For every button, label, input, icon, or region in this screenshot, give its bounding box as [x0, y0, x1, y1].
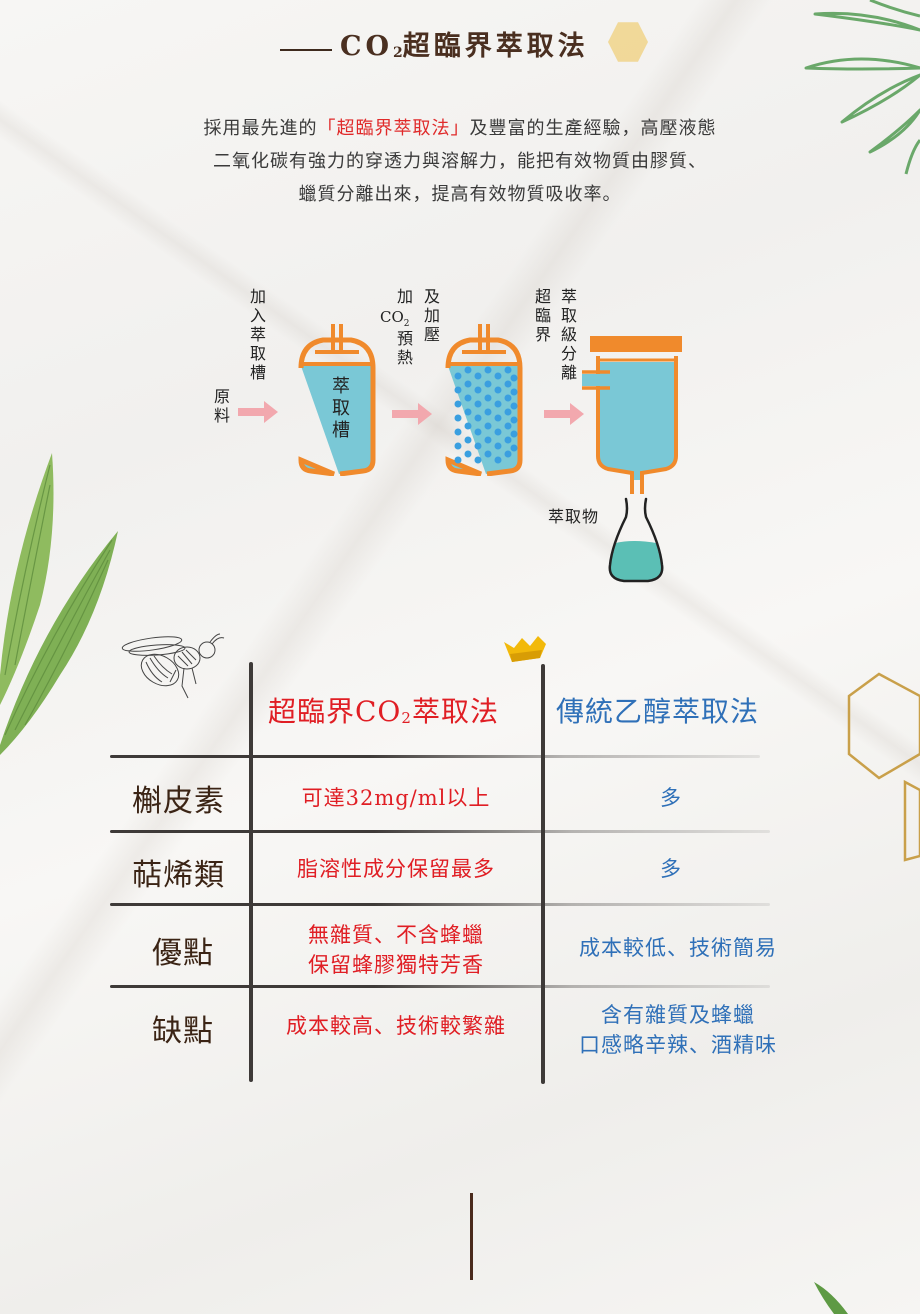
cell-ethanol-advantages: 成本較低、技術簡易 — [546, 933, 810, 963]
title-subscript: 2 — [393, 44, 403, 61]
column-header-supercritical-co2: 超臨界CO2萃取法 — [268, 690, 499, 730]
cell-text: 口感略辛辣、酒精味 — [579, 1033, 777, 1057]
table-divider-horizontal — [110, 903, 770, 906]
leaf-decoration-left — [0, 453, 118, 755]
cell-co2-disadvantages: 成本較高、技術較繁雜 — [254, 1011, 538, 1041]
column-header-traditional-ethanol: 傳統乙醇萃取法 — [556, 695, 760, 728]
cell-text: 成本較高、技術較繁雜 — [286, 1014, 506, 1038]
label-raw-material: 原料 — [211, 388, 230, 426]
cell-text: 含有雜質及蜂蠟 — [601, 1003, 755, 1027]
intro-paragraph: 採用最先進的「超臨界萃取法」及豐富的生產經驗，高壓液態 二氧化碳有強力的穿透力與… — [130, 112, 790, 211]
leaf-decoration-bottom-right — [814, 1282, 848, 1314]
arrow-right-icon — [238, 401, 278, 423]
label-and-pressurize: 及加壓 — [421, 288, 440, 345]
cell-co2-advantages: 無雜質、不含蜂蠟 保留蜂膠獨特芳香 — [254, 920, 538, 980]
cell-text: 可達32mg/ml以上 — [301, 786, 491, 810]
cell-text: 無雜質、不含蜂蠟 — [308, 923, 484, 947]
table-divider-horizontal — [110, 830, 770, 833]
cell-text: 保留蜂膠獨特芳香 — [308, 953, 484, 977]
row-label-quercetin: 槲皮素 — [132, 784, 225, 819]
tank-label: 萃取槽 — [329, 376, 350, 442]
intro-text: 採用最先進的 — [203, 118, 318, 139]
title-rule — [280, 49, 332, 51]
title-co: CO — [340, 30, 394, 62]
co2-text: CO — [380, 308, 404, 326]
label-preheat: 預熱 — [394, 330, 413, 368]
leaf-decoration-top-right — [804, 0, 920, 175]
cell-ethanol-terpenes: 多 — [546, 854, 796, 884]
separator-tank-icon — [582, 336, 682, 494]
header-text: 超臨界CO — [268, 695, 402, 728]
row-label-disadvantages: 缺點 — [152, 1014, 214, 1049]
flask-icon — [608, 497, 664, 583]
section-title: CO2超臨界萃取法 — [280, 18, 589, 68]
cell-text: 多 — [660, 857, 682, 881]
header-text: 萃取法 — [411, 695, 499, 728]
bottom-divider — [470, 1193, 473, 1280]
title-hexagon-accent — [608, 22, 648, 62]
supercritical-tank-icon — [445, 324, 523, 476]
label-co2: CO2 — [380, 308, 410, 329]
header-subscript: 2 — [401, 709, 412, 727]
row-label-advantages: 優點 — [152, 936, 214, 971]
page-title: CO2超臨界萃取法 — [340, 24, 589, 63]
cell-co2-quercetin: 可達32mg/ml以上 — [254, 783, 538, 813]
label-add: 加 — [394, 288, 413, 307]
arrow-right-icon — [392, 403, 432, 425]
product-label: 萃取物 — [548, 507, 600, 526]
title-text: 超臨界萃取法 — [402, 30, 589, 62]
table-divider-horizontal — [110, 985, 770, 988]
row-label-terpenes: 萜烯類 — [132, 858, 225, 893]
intro-highlight: 「超臨界萃取法」 — [317, 118, 470, 139]
table-divider-horizontal — [110, 755, 760, 758]
cell-co2-terpenes: 脂溶性成分保留最多 — [254, 854, 538, 884]
cell-ethanol-disadvantages: 含有雜質及蜂蠟 口感略辛辣、酒精味 — [546, 1000, 810, 1060]
intro-line-1: 採用最先進的「超臨界萃取法」及豐富的生產經驗，高壓液態 — [130, 112, 790, 145]
crown-icon — [504, 636, 546, 662]
cell-text: 多 — [660, 786, 682, 810]
label-supercritical: 超臨界 — [532, 288, 551, 345]
table-divider-vertical — [541, 664, 545, 1084]
extraction-tank-icon — [298, 324, 376, 476]
cell-text: 成本較低、技術簡易 — [579, 936, 777, 960]
label-add-to-tank: 加入萃取槽 — [247, 288, 266, 383]
hexagon-decoration-right — [847, 672, 920, 862]
co2-subscript: 2 — [403, 319, 410, 329]
table-divider-vertical — [249, 662, 253, 1082]
intro-text: 及豐富的生產經驗，高壓液態 — [469, 118, 717, 139]
intro-line-3: 蠟質分離出來，提高有效物質吸收率。 — [298, 184, 622, 205]
cell-ethanol-quercetin: 多 — [546, 783, 796, 813]
label-fractional-separation: 萃取級分離 — [558, 288, 577, 383]
cell-text: 脂溶性成分保留最多 — [297, 857, 495, 881]
intro-line-2: 二氧化碳有強力的穿透力與溶解力，能把有效物質由膠質、 — [213, 151, 707, 172]
bee-illustration-icon — [121, 633, 225, 699]
arrow-right-icon — [544, 403, 584, 425]
